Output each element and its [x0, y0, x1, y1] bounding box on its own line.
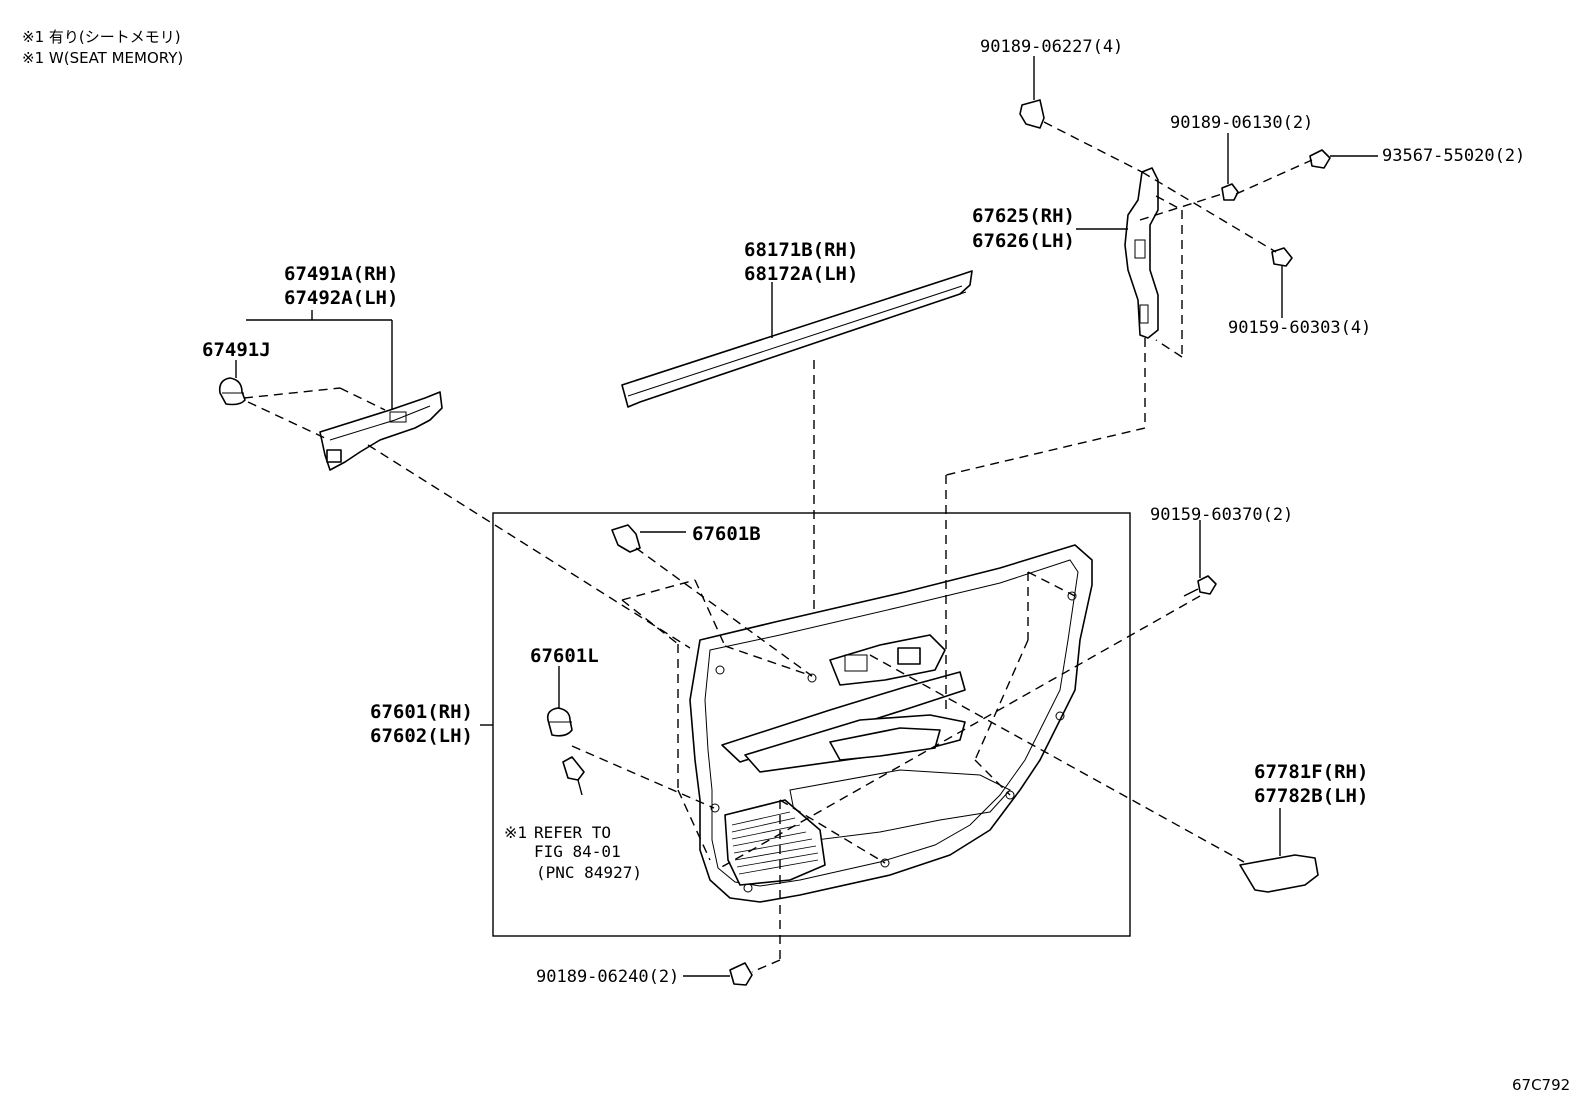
seat-memory-connector: [562, 756, 585, 781]
reference-line2: FIG 84-01: [534, 842, 621, 861]
clip-67601l: [546, 707, 573, 737]
label-67625: 67625(RH): [972, 205, 1075, 227]
label-90189-06130: 90189-06130(2): [1170, 113, 1313, 133]
clip-90189-06240: [729, 962, 753, 986]
label-67602: 67602(LH): [370, 725, 473, 747]
door-pull-handle-bracket: [1124, 167, 1159, 339]
screw-90159-60303: [1271, 247, 1293, 267]
note-seat-memory-en: ※1 W(SEAT MEMORY): [22, 49, 183, 67]
label-67782b: 67782B(LH): [1254, 785, 1368, 807]
reference-line1: REFER TO: [534, 823, 611, 842]
inside-handle-bezel-part: [319, 391, 443, 471]
part-labels: 90189-06227(4) 90189-06130(2) 93567-5502…: [202, 37, 1525, 987]
label-67601l: 67601L: [530, 645, 599, 667]
seat-memory-reference: ※1 REFER TO FIG 84-01 (PNC 84927): [504, 823, 642, 882]
label-90159-60370: 90159-60370(2): [1150, 505, 1293, 525]
door-lower-cover: [1239, 854, 1319, 893]
label-67491a: 67491A(RH): [284, 263, 398, 285]
clip-67601b: [611, 524, 641, 553]
label-67601: 67601(RH): [370, 701, 473, 723]
label-90159-60303: 90159-60303(4): [1228, 318, 1371, 338]
label-68171b: 68171B(RH): [744, 239, 858, 261]
leader-lines: [235, 56, 1283, 977]
clip-67491j: [218, 377, 246, 406]
label-68172a: 68172A(LH): [744, 263, 858, 285]
label-90189-06240: 90189-06240(2): [536, 967, 679, 987]
dashed-alignment-lines: [243, 121, 1313, 973]
label-90189-06227: 90189-06227(4): [980, 37, 1123, 57]
clip-90189-06227: [1019, 99, 1045, 129]
screw-90159-60370: [1183, 575, 1217, 597]
label-93567-55020: 93567-55020(2): [1382, 146, 1525, 166]
label-67781f: 67781F(RH): [1254, 761, 1368, 783]
door-trim-panel: [689, 544, 1093, 903]
label-67492a: 67492A(LH): [284, 287, 398, 309]
label-67601b: 67601B: [692, 523, 761, 545]
reference-mark: ※1: [504, 823, 527, 842]
note-seat-memory-jp: ※1 有り(シートメモリ): [22, 28, 181, 46]
label-67491j: 67491J: [202, 339, 271, 361]
screw-93567-55020: [1309, 149, 1378, 169]
label-67626: 67626(LH): [972, 230, 1075, 252]
nut-90189-06130: [1221, 183, 1239, 201]
diagram-code: 67C792: [1512, 1076, 1570, 1094]
reference-line3: (PNC 84927): [536, 863, 642, 882]
door-belt-moulding: [621, 270, 973, 408]
